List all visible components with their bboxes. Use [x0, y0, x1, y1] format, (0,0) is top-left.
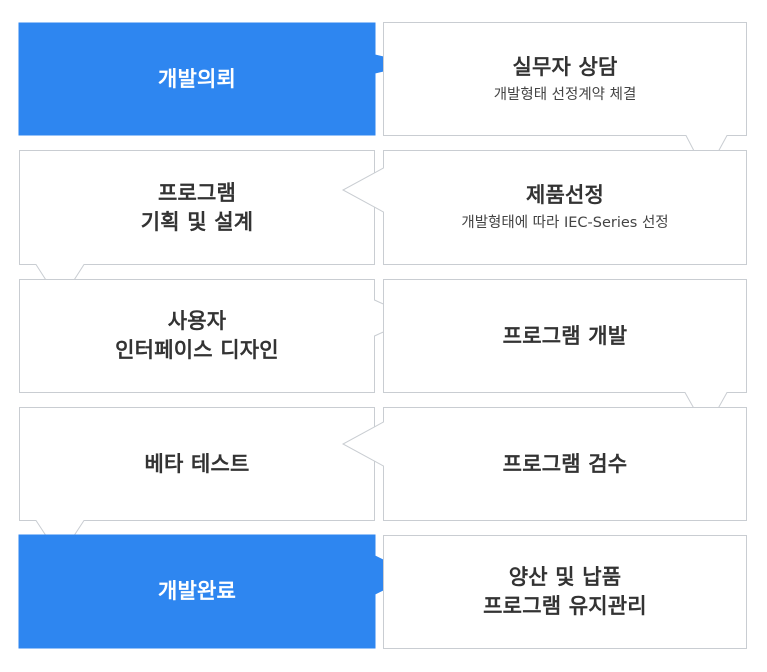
step-box-inspection [341, 407, 747, 521]
step-box-production-maintenance [383, 535, 747, 649]
step-box-development-complete [18, 534, 416, 649]
step-box-product-selection [341, 150, 747, 265]
step-box-ui-design [19, 279, 416, 393]
step-box-development-request [18, 22, 415, 136]
